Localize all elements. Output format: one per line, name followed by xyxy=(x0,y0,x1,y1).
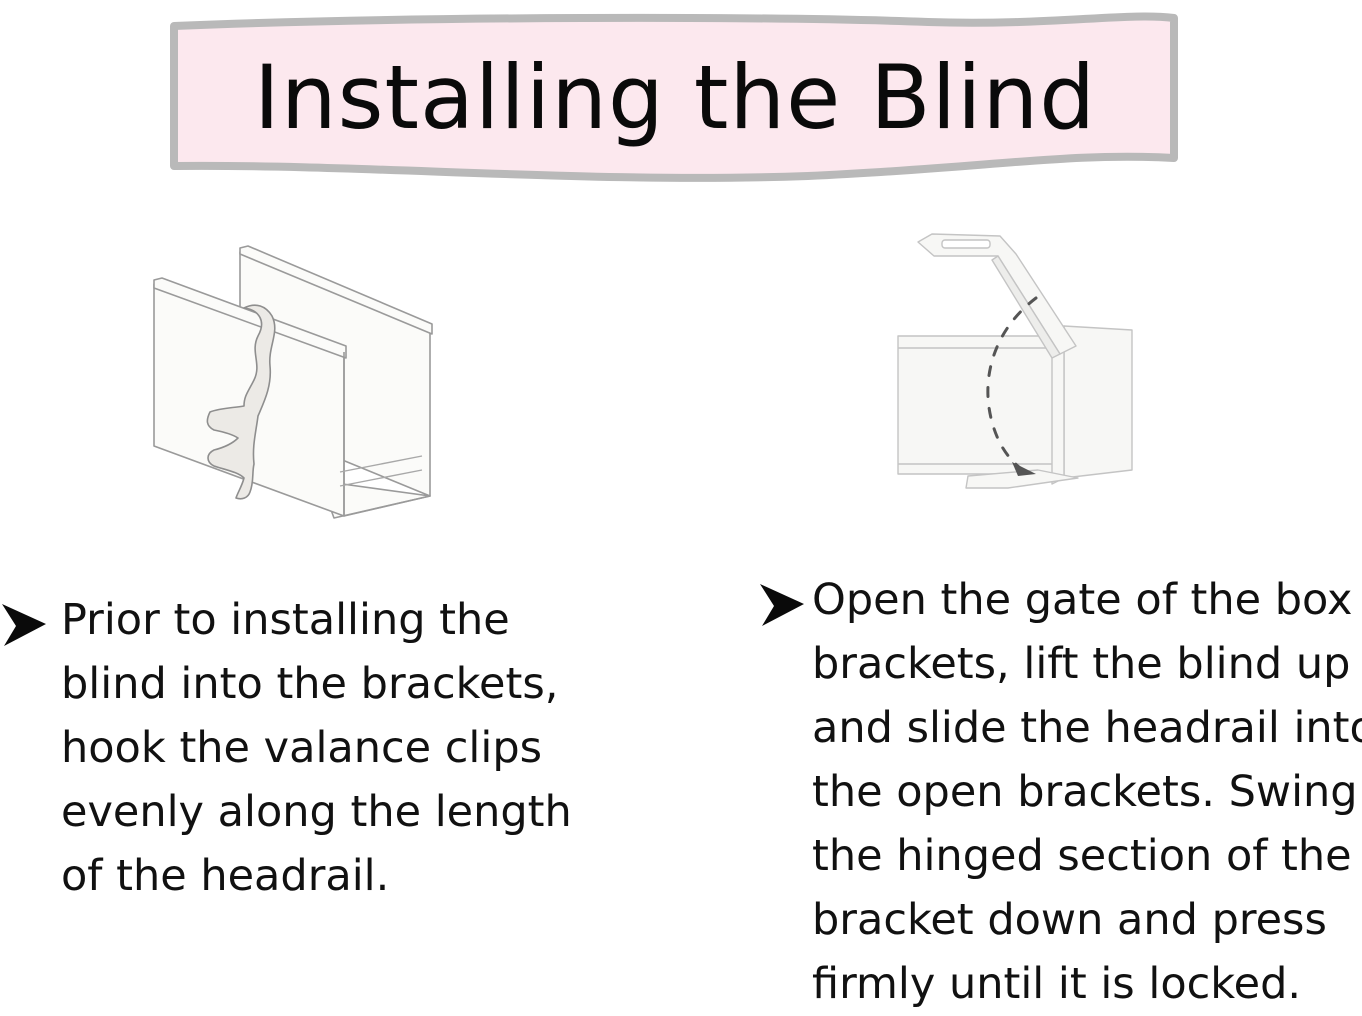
step-line: of the headrail. xyxy=(61,851,390,901)
step-line: and slide the headrail into xyxy=(812,703,1362,753)
step-line: Open the gate of the box xyxy=(812,575,1353,625)
page-title: Installing the Blind xyxy=(253,46,1097,149)
step-line: Prior to installing the xyxy=(61,595,510,645)
arrowhead-bullet-icon xyxy=(2,604,46,646)
valance-clip-headrail-icon xyxy=(140,236,440,530)
step-instructions: Open the gate of the box brackets, lift … xyxy=(812,568,1362,1016)
title-banner: Installing the Blind xyxy=(168,10,1182,182)
step-line: firmly until it is locked. xyxy=(812,959,1302,1009)
step-line: hook the valance clips xyxy=(61,723,543,773)
banner-ribbon-shape xyxy=(170,12,1178,182)
box-bracket-gate-icon xyxy=(888,226,1148,510)
step-instructions: Prior to installing the blind into the b… xyxy=(61,588,572,908)
step-line: evenly along the length xyxy=(61,787,572,837)
step-line: brackets, lift the blind up xyxy=(812,639,1351,689)
step-line: the open brackets. Swing xyxy=(812,767,1358,817)
step-line: bracket down and press xyxy=(812,895,1327,945)
step-line: the hinged section of the xyxy=(812,831,1352,881)
step-line: blind into the brackets, xyxy=(61,659,559,709)
arrowhead-bullet-icon xyxy=(760,584,804,626)
